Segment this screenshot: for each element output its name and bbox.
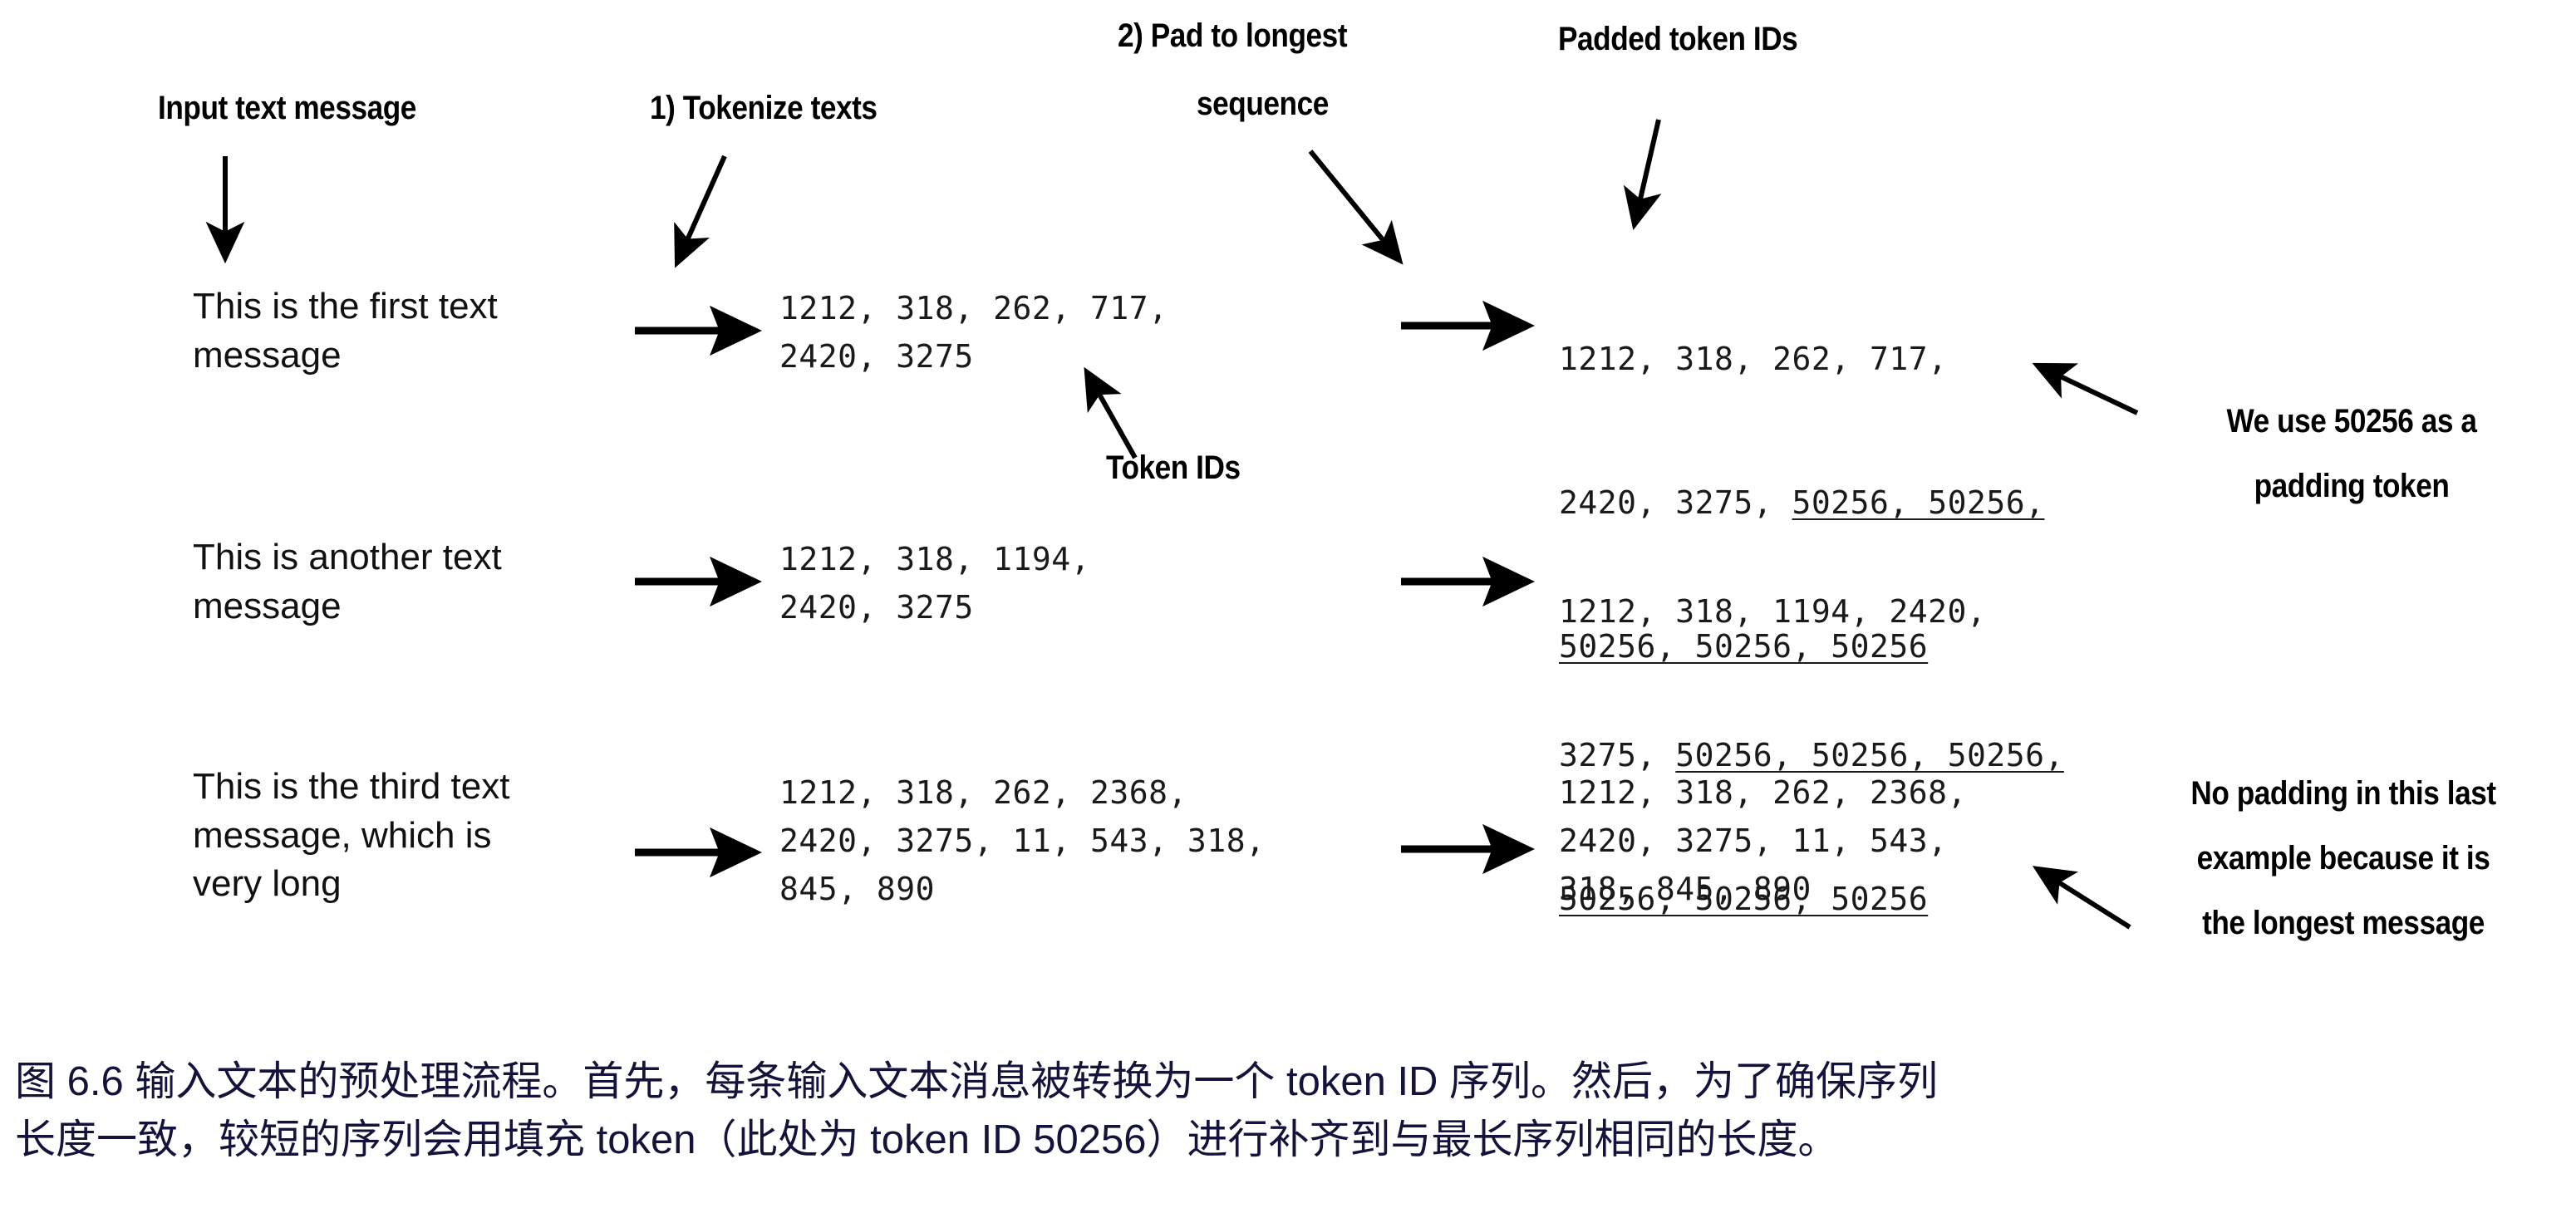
label-tokenize-texts: 1) Tokenize texts (650, 90, 878, 126)
label-input-text-message: Input text message (158, 90, 416, 126)
note-padding-token-line1: We use 50256 as a (2226, 403, 2477, 439)
arrow-tokenize-to-tokenids (674, 155, 727, 268)
label-padded-token-ids: Padded token IDs (1558, 21, 1798, 57)
row1-padded-line3-padtokens: 50256, 50256, 50256 (1559, 628, 1929, 665)
row1-padded-line3: 50256, 50256, 50256 (1559, 623, 2044, 671)
row2-padded-line2-padtokens: 50256, 50256, 50256, (1675, 736, 2064, 773)
arrow-padding-note-callout (2032, 362, 2139, 415)
arrow-pad-to-padded (1308, 150, 1404, 265)
note-padding-token-line2: padding token (2254, 468, 2450, 504)
row3-token-ids: 1212, 318, 262, 2368, 2420, 3275, 11, 54… (779, 774, 1266, 907)
row1-padded-line2-prefix: 2420, 3275, (1559, 484, 1792, 521)
row1-padded-token-ids: 1212, 318, 262, 717, 2420, 3275, 50256, … (1559, 239, 2044, 719)
figure-caption: 图 6.6 输入文本的预处理流程。首先，每条输入文本消息被转换为一个 token… (15, 1059, 1939, 1162)
row2-token-ids: 1212, 318, 1194, 2420, 3275 (779, 541, 1091, 626)
row2-padded-line2: 3275, 50256, 50256, 50256, (1559, 732, 2064, 780)
row1-padded-line2-padtokens: 50256, 50256, (1792, 484, 2045, 521)
label-token-ids: Token IDs (1106, 449, 1241, 486)
row1-input-message: This is the first text message (193, 286, 498, 376)
row1-padded-line2: 2420, 3275, 50256, 50256, (1559, 479, 2044, 528)
row1-token-ids: 1212, 318, 262, 717, 2420, 3275 (779, 290, 1168, 375)
row2-input-message: This is another text message (193, 537, 502, 626)
arrow-tokenids-callout (1084, 366, 1138, 459)
row3-padded-token-ids: 1212, 318, 262, 2368, 2420, 3275, 11, 54… (1559, 774, 1967, 907)
note-no-padding-line3: the longest message (2202, 905, 2485, 941)
row2-padded-token-ids: 1212, 318, 1194, 2420, 3275, 50256, 5025… (1559, 492, 2064, 972)
row3-input-message: This is the third text message, which is… (193, 766, 510, 905)
label-pad-to-longest-line2: sequence (1197, 86, 1329, 122)
row2-padded-line3: 50256, 50256, 50256 (1559, 876, 2064, 924)
note-no-padding-line1: No padding in this last (2190, 775, 2496, 812)
note-no-padding-line2: example because it is (2196, 840, 2490, 877)
row2-padded-line1: 1212, 318, 1194, 2420, (1559, 592, 1987, 630)
row1-padded-line1: 1212, 318, 262, 717, (1559, 340, 1948, 377)
row2-padded-line3-padtokens: 50256, 50256, 50256 (1559, 881, 1929, 917)
row2-padded-line2-prefix: 3275, (1559, 736, 1676, 773)
arrow-paddedlabel-to-padded (1623, 119, 1662, 231)
label-pad-to-longest-line1: 2) Pad to longest (1118, 17, 1348, 54)
